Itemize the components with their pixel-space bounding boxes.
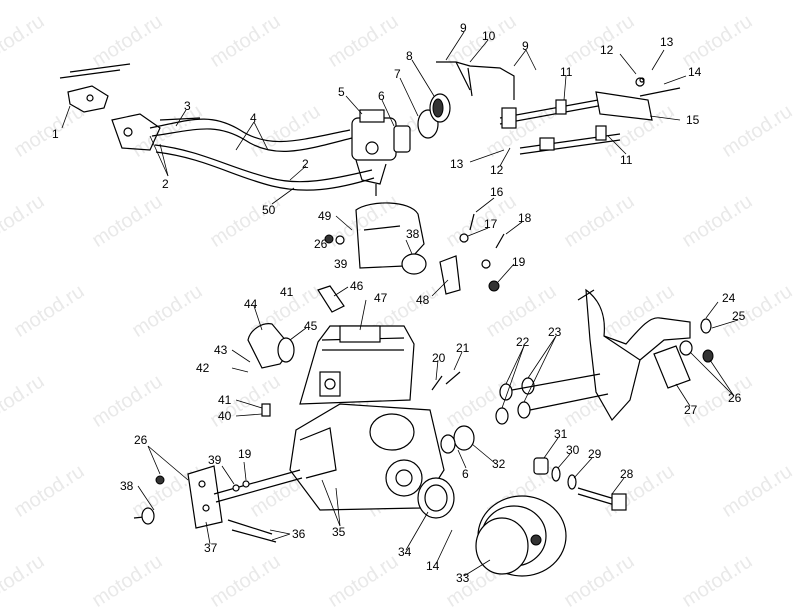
callout-30: 30 — [566, 443, 580, 457]
callout-33: 33 — [456, 571, 470, 585]
callout-50: 50 — [262, 203, 276, 217]
callout-38: 38 — [406, 227, 420, 241]
intake-boots — [417, 93, 451, 139]
callout-34: 34 — [398, 545, 412, 559]
callout-26: 26 — [134, 433, 148, 447]
callout-32: 32 — [492, 457, 506, 471]
callout-37: 37 — [204, 541, 218, 555]
callout-19: 19 — [512, 255, 526, 269]
engine-block — [289, 325, 445, 511]
callout-17: 17 — [484, 217, 498, 231]
callout-8: 8 — [406, 49, 413, 63]
callout-24: 24 — [722, 291, 736, 305]
callout-13: 13 — [450, 157, 464, 171]
callout-16: 16 — [490, 185, 504, 199]
frame-bracket — [577, 288, 691, 422]
callout-25: 25 — [732, 309, 746, 323]
callout-40: 40 — [218, 409, 232, 423]
callout-39: 39 — [208, 453, 222, 467]
callout-9: 9 — [460, 21, 467, 35]
callout-11: 11 — [620, 153, 633, 167]
callout-20: 20 — [432, 351, 446, 365]
callout-48: 48 — [416, 293, 430, 307]
callout-35: 35 — [332, 525, 346, 539]
clutch-drive — [475, 495, 567, 577]
hose-46 — [317, 285, 345, 313]
mount-bracket-right — [595, 77, 681, 121]
callout-1: 1 — [52, 127, 59, 141]
callout-45: 45 — [304, 319, 318, 333]
grommet-38 — [401, 253, 427, 275]
callout-27: 27 — [684, 403, 698, 417]
callout-4: 4 — [250, 111, 257, 125]
callout-29: 29 — [588, 447, 602, 461]
callout-12: 12 — [600, 43, 614, 57]
callout-10: 10 — [482, 29, 496, 43]
callout-49: 49 — [318, 209, 332, 223]
callout-2: 2 — [162, 177, 169, 191]
callout-14: 14 — [688, 65, 702, 79]
callout-14: 14 — [426, 559, 440, 573]
carburetor — [351, 109, 411, 196]
callout-labels: 1 2 2 3 4 5 6 7 8 9 10 9 11 12 13 14 15 … — [52, 21, 746, 585]
callout-23: 23 — [548, 325, 562, 339]
small-hardware — [133, 213, 505, 525]
callout-41: 41 — [280, 285, 294, 299]
leader-lines — [61, 31, 739, 577]
throttle-mount-bracket — [59, 63, 161, 151]
bolt-28 — [577, 487, 627, 511]
callout-11: 11 — [560, 65, 573, 79]
bolts-36 — [227, 519, 277, 543]
callout-39: 39 — [334, 257, 348, 271]
seal-34 — [417, 477, 455, 519]
linkage-rods — [499, 95, 621, 155]
exploded-parts-diagram: 1 2 2 3 4 5 6 7 8 9 10 9 11 12 13 14 15 … — [52, 21, 746, 585]
callout-15: 15 — [686, 113, 700, 127]
callout-12: 12 — [490, 163, 504, 177]
callout-47: 47 — [374, 291, 388, 305]
callout-6: 6 — [462, 467, 469, 481]
mount-bracket-27 — [653, 345, 691, 389]
callout-31: 31 — [554, 427, 568, 441]
spacer-32 — [440, 425, 475, 454]
washers-29-30-31 — [533, 457, 577, 490]
callout-46: 46 — [350, 279, 364, 293]
nuts-24-25-26 — [679, 318, 714, 363]
engine-mount-plate — [187, 465, 303, 529]
cable-bundle — [149, 117, 375, 191]
callout-2: 2 — [302, 157, 309, 171]
intake-elbow-44 — [247, 323, 295, 369]
callout-6: 6 — [378, 89, 385, 103]
callout-13: 13 — [660, 35, 674, 49]
callout-9: 9 — [522, 39, 529, 53]
callout-44: 44 — [244, 297, 258, 311]
callout-19: 19 — [238, 447, 252, 461]
callout-21: 21 — [456, 341, 470, 355]
callout-28: 28 — [620, 467, 634, 481]
callout-43: 43 — [214, 343, 228, 357]
callout-5: 5 — [338, 85, 345, 99]
callout-42: 42 — [196, 361, 210, 375]
callout-7: 7 — [394, 67, 401, 81]
vent-tubes — [436, 61, 515, 100]
callout-26: 26 — [728, 391, 742, 405]
callout-18: 18 — [518, 211, 532, 225]
callout-3: 3 — [184, 99, 191, 113]
callout-22: 22 — [516, 335, 530, 349]
bushings-22-23 — [495, 373, 609, 425]
callout-26: 26 — [314, 237, 328, 251]
callout-36: 36 — [292, 527, 306, 541]
callout-41: 41 — [218, 393, 232, 407]
callout-38: 38 — [120, 479, 134, 493]
